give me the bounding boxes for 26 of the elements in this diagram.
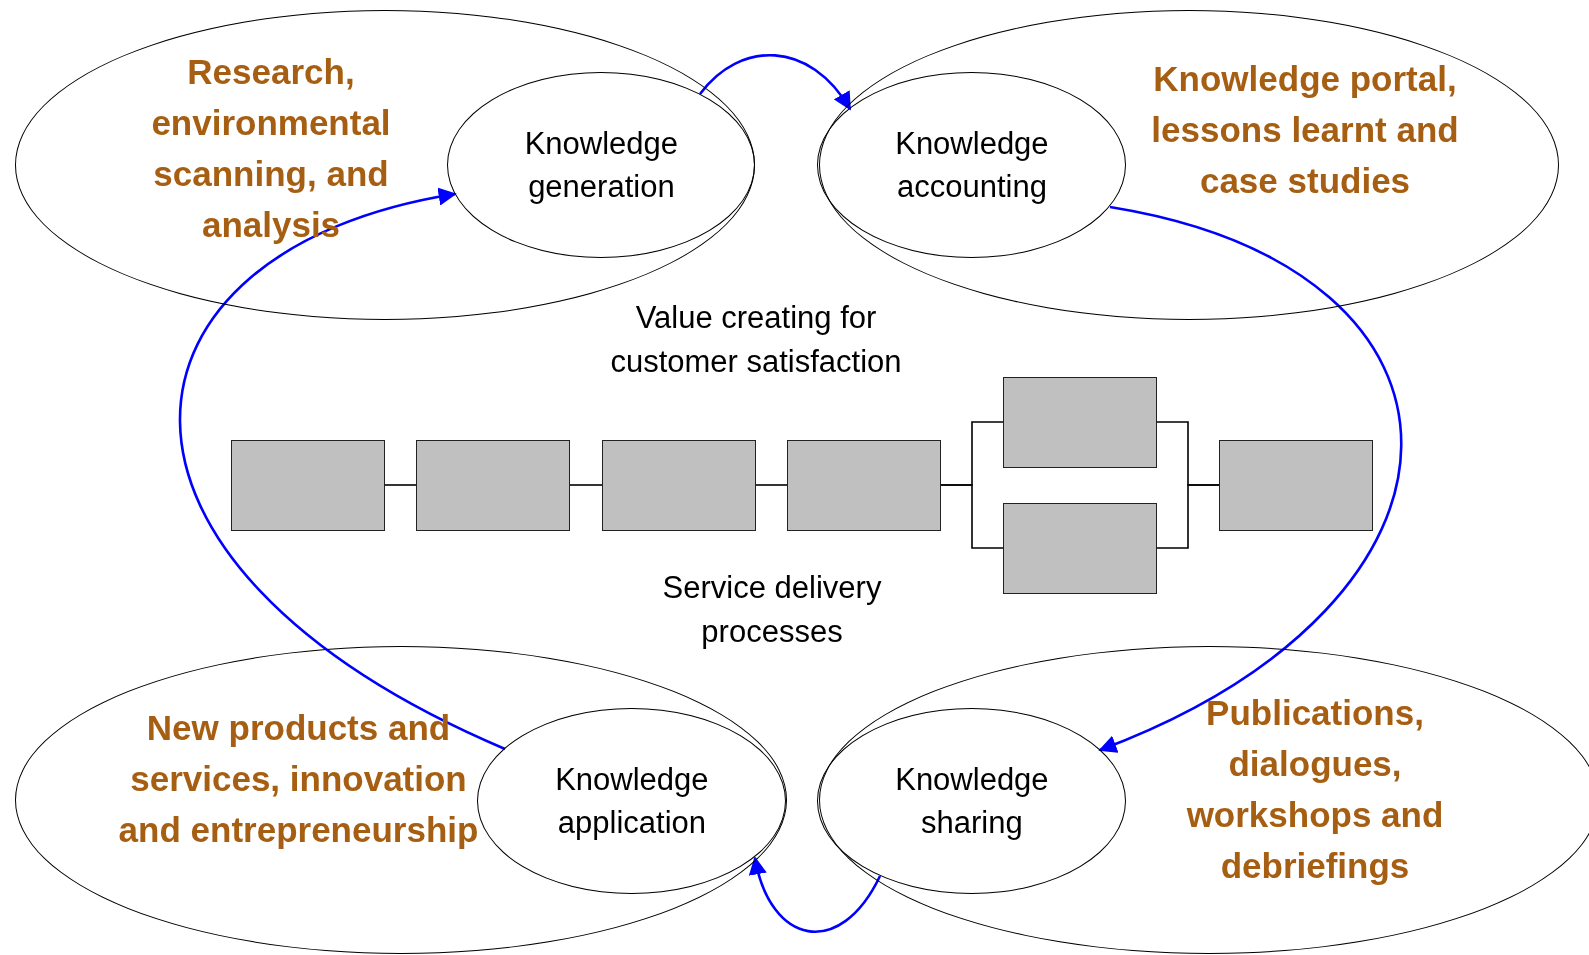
arrow xyxy=(1098,205,1403,752)
topic-text: Research, environmental scanning, and analysis xyxy=(150,51,392,246)
topic-text: Publications, dialogues, workshops and debriefings xyxy=(1185,692,1445,887)
topic-text: Knowledge portal, lessons learnt and case studies xyxy=(1150,58,1460,202)
caption-text: Value creating for customer satisfaction xyxy=(609,299,903,381)
arrow xyxy=(749,856,882,933)
process-box xyxy=(1219,440,1373,531)
connector-line xyxy=(940,484,1004,549)
connector-line xyxy=(755,484,788,486)
stage-label: Knowledge accounting xyxy=(894,125,1050,207)
process-box xyxy=(416,440,570,531)
topic-text: New products and services, innovation and entrepreneurship xyxy=(117,707,480,851)
connector-line xyxy=(384,484,417,486)
stage-label: Knowledge application xyxy=(554,761,710,843)
caption-text: Service delivery processes xyxy=(661,569,883,651)
stage-label: Knowledge generation xyxy=(523,125,680,207)
stage-label: Knowledge sharing xyxy=(894,761,1050,843)
process-box xyxy=(1003,377,1157,468)
process-box xyxy=(1003,503,1157,594)
arrow xyxy=(699,54,852,111)
connector-line xyxy=(1156,484,1220,549)
process-box xyxy=(787,440,941,531)
arrow xyxy=(179,188,506,751)
process-box xyxy=(231,440,385,531)
process-box xyxy=(602,440,756,531)
connector-line xyxy=(569,484,603,486)
